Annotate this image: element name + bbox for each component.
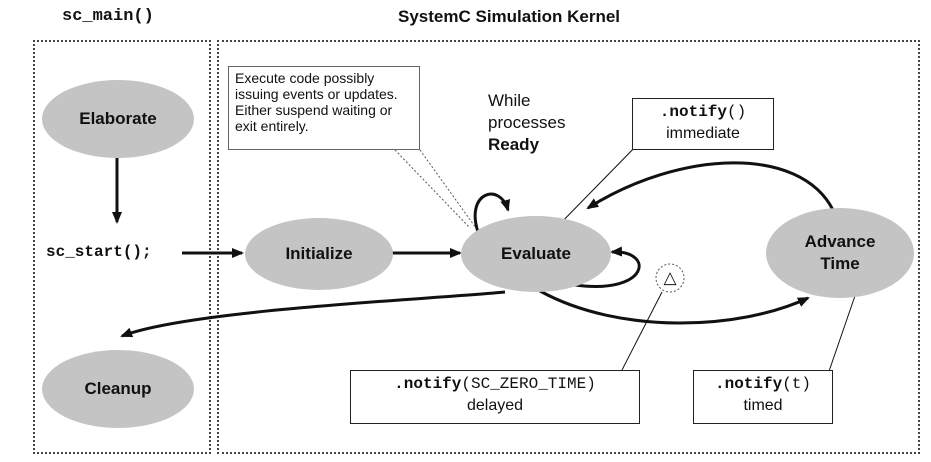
while-line3: Ready — [488, 135, 540, 154]
arrow-advance-to-evaluate — [586, 161, 835, 211]
advance-label-line2: Time — [820, 254, 860, 273]
kernel-header: SystemC Simulation Kernel — [398, 7, 621, 26]
notify-timed-method: .notify — [714, 375, 783, 393]
elaborate-label: Elaborate — [79, 109, 157, 128]
kernel-panel — [217, 40, 920, 454]
notify-timed-box: .notify(t) timed — [693, 370, 833, 424]
notify-timed-caption: timed — [743, 397, 783, 414]
sc-start-label: sc_start(); — [46, 243, 152, 261]
notify-timed-args: (t) — [782, 375, 812, 393]
delta-icon: △ — [663, 268, 677, 287]
arrow-evaluate-delta-loop — [574, 246, 641, 288]
notify-immediate-args: () — [727, 103, 747, 121]
advance-label-line1: Advance — [804, 232, 876, 251]
arrow-evaluate-to-cleanup — [120, 290, 506, 338]
notify-immediate-box: .notify() immediate — [632, 98, 774, 150]
notify-immediate-code: .notify() — [633, 102, 773, 123]
arrow-evaluate-self-loop-top — [473, 192, 511, 233]
notify-delayed-caption: delayed — [466, 397, 524, 414]
delta-circle — [655, 263, 685, 293]
while-line2: processes — [488, 113, 566, 132]
sc-main-panel — [33, 40, 211, 454]
evaluate-node: Evaluate — [461, 216, 611, 292]
advance-time-node: Advance Time — [766, 208, 914, 298]
while-ready-label: While processes Ready — [488, 90, 565, 156]
notify-timed-code: .notify(t) — [694, 374, 832, 395]
evaluate-label: Evaluate — [501, 244, 571, 263]
arrow-evaluate-to-advance — [539, 289, 810, 325]
notify-delayed-code: .notify(SC_ZERO_TIME) — [351, 374, 639, 395]
cleanup-node: Cleanup — [42, 350, 194, 428]
notify-immediate-method: .notify — [659, 103, 727, 121]
cleanup-label: Cleanup — [84, 379, 152, 398]
while-line1: While — [488, 91, 531, 110]
sc-main-header: sc_main() — [62, 7, 154, 26]
notify-delayed-box: .notify(SC_ZERO_TIME) delayed — [350, 370, 640, 424]
notify-delayed-args: (SC_ZERO_TIME) — [461, 375, 596, 393]
notify-immediate-caption: immediate — [666, 125, 740, 142]
notify-delayed-method: .notify — [394, 375, 462, 393]
initialize-node: Initialize — [245, 218, 393, 290]
initialize-label: Initialize — [285, 244, 353, 263]
elaborate-node: Elaborate — [42, 80, 194, 158]
evaluate-callout: Execute code possibly issuing events or … — [228, 66, 420, 150]
